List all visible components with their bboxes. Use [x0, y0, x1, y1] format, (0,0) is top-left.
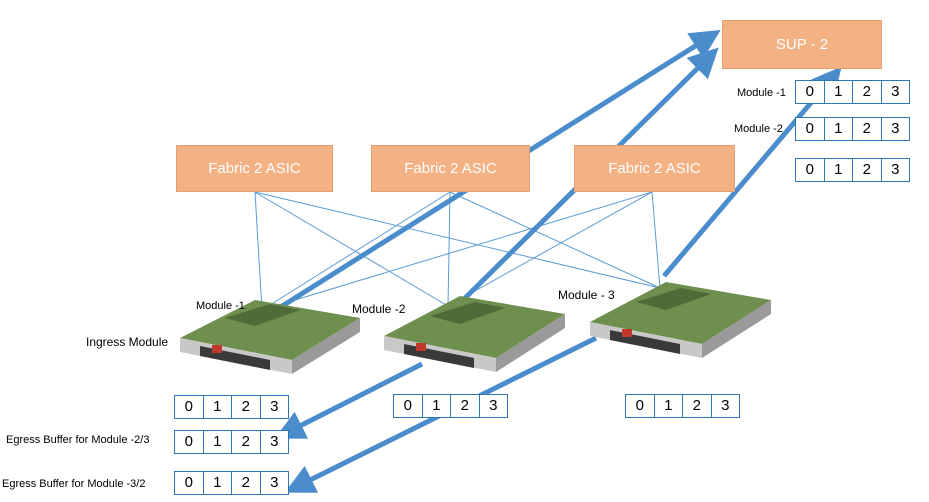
module-3-label: Module - 3	[558, 288, 615, 302]
sup-buffer-row2: 0 1 2 3	[795, 117, 910, 141]
buffer-cell: 0	[626, 395, 655, 417]
buffer-cell: 3	[891, 161, 900, 178]
module-2-buffer: 0 1 2 3	[393, 394, 508, 418]
buffer-cell: 2	[853, 159, 882, 181]
module-3-card	[590, 282, 771, 358]
buffer-cell: 1	[204, 431, 232, 453]
buffer-cell: 3	[270, 398, 279, 415]
sup-buffer-row1: 0 1 2 3	[795, 80, 910, 104]
module-3-buffer: 0 1 2 3	[625, 394, 740, 418]
buffer-cell: 2	[853, 81, 882, 103]
fabric-links	[254, 191, 661, 311]
fabric-asic-3: Fabric 2 ASIC	[574, 145, 735, 192]
buffer-cell: 0	[175, 472, 204, 494]
buffer-cell: 3	[270, 433, 279, 450]
fabric-asic-2: Fabric 2 ASIC	[371, 145, 530, 192]
module-1-buffer: 0 1 2 3	[174, 395, 289, 419]
ingress-module-label: Ingress Module	[86, 335, 169, 349]
sup-2-box: SUP - 2	[722, 20, 882, 69]
module-1-card	[180, 300, 360, 374]
buffer-cell: 1	[204, 396, 232, 418]
fabric-asic-2-label: Fabric 2 ASIC	[404, 160, 497, 177]
buffer-cell: 1	[204, 472, 232, 494]
sup-buffer-row2-label: Module -2	[734, 123, 783, 135]
buffer-cell: 0	[394, 395, 423, 417]
buffer-cell: 1	[825, 81, 853, 103]
buffer-cell: 1	[423, 395, 451, 417]
buffer-cell: 2	[853, 118, 882, 140]
egress-row2-label: Egress Buffer for Module -3/2	[2, 478, 146, 490]
buffer-cell: 0	[175, 431, 204, 453]
buffer-cell: 2	[451, 395, 480, 417]
egress-buffer-row2: 0 1 2 3	[174, 471, 289, 495]
buffer-cell: 0	[175, 396, 204, 418]
buffer-cell: 1	[825, 159, 853, 181]
sup-2-label: SUP - 2	[775, 36, 829, 53]
egress-row1-label: Egress Buffer for Module -2/3	[6, 434, 150, 446]
egress-buffer-row1: 0 1 2 3	[174, 430, 289, 454]
buffer-cell: 3	[891, 120, 900, 137]
module-1-label: Module -1	[196, 300, 245, 312]
buffer-cell: 1	[655, 395, 683, 417]
buffer-cell: 2	[232, 472, 261, 494]
sup-buffer-row3: 0 1 2 3	[795, 158, 910, 182]
fabric-asic-3-label: Fabric 2 ASIC	[608, 160, 701, 177]
buffer-cell: 2	[683, 395, 712, 417]
buffer-cell: 2	[232, 396, 261, 418]
buffer-cell: 0	[796, 118, 825, 140]
fabric-asic-1: Fabric 2 ASIC	[176, 145, 333, 192]
buffer-cell: 3	[489, 397, 498, 414]
fabric-asic-1-label: Fabric 2 ASIC	[208, 160, 301, 177]
buffer-cell: 0	[796, 159, 825, 181]
buffer-cell: 3	[270, 474, 279, 491]
buffer-cell: 0	[796, 81, 825, 103]
buffer-cell: 1	[825, 118, 853, 140]
module-2-card	[384, 296, 565, 372]
buffer-cell: 3	[891, 83, 900, 100]
buffer-cell: 3	[721, 397, 730, 414]
module-2-label: Module -2	[352, 302, 406, 316]
sup-buffer-row1-label: Module -1	[737, 87, 786, 99]
buffer-cell: 2	[232, 431, 261, 453]
